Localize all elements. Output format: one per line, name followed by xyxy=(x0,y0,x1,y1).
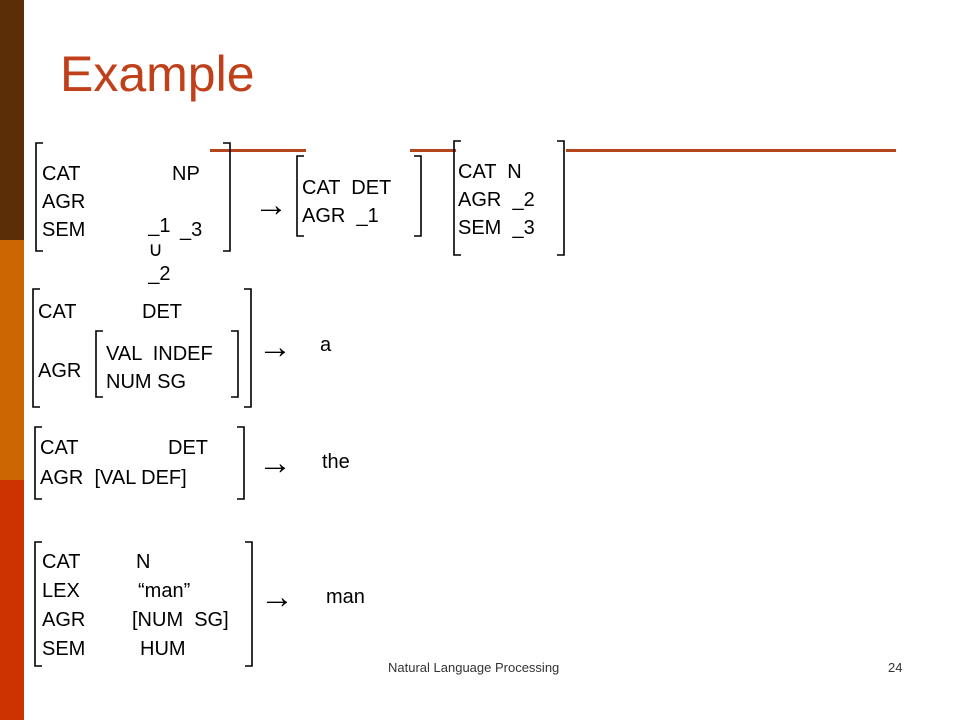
feature-label: CAT xyxy=(40,437,79,459)
inner-feature-line: VAL INDEF xyxy=(106,343,213,365)
feature-value: DET xyxy=(142,301,182,323)
det-feature-line: AGR _1 xyxy=(302,205,379,227)
feature-label: AGR xyxy=(42,191,86,213)
right-arrow-icon: → xyxy=(258,444,292,482)
terminal-word: a xyxy=(320,334,332,356)
right-arrow-icon: → xyxy=(254,186,288,224)
sidebar-band-middle xyxy=(0,240,24,480)
feature-value: _3 xyxy=(180,219,203,241)
terminal-word: the xyxy=(322,451,350,473)
feature-label: AGR xyxy=(38,360,82,382)
slide-title: Example xyxy=(60,46,255,102)
feature-value: N xyxy=(136,551,151,573)
feature-line: AGR [VAL DEF] xyxy=(40,467,187,489)
variable: _1 xyxy=(148,215,171,237)
terminal-word: man xyxy=(326,586,365,608)
noun-feature-line: CAT N xyxy=(458,161,522,183)
right-bracket xyxy=(413,155,423,237)
left-bracket xyxy=(33,541,43,667)
footer-text: Natural Language Processing xyxy=(388,660,560,675)
right-bracket xyxy=(222,142,232,252)
feature-value: [NUM SG] xyxy=(132,609,229,631)
variable: _2 xyxy=(148,263,171,285)
left-bracket xyxy=(33,426,43,500)
feature-value: HUM xyxy=(140,638,186,660)
noun-feature-line: AGR _2 xyxy=(458,189,535,211)
feature-value: NP xyxy=(172,163,200,185)
noun-feature-line: SEM _3 xyxy=(458,217,535,239)
feature-label: LEX xyxy=(42,580,80,602)
left-bracket xyxy=(31,288,41,408)
left-bracket xyxy=(34,142,44,252)
inner-feature-line: NUM SG xyxy=(106,371,186,393)
right-bracket xyxy=(243,288,253,408)
feature-label: CAT xyxy=(42,163,81,185)
right-arrow-icon: → xyxy=(258,328,292,366)
feature-label: SEM xyxy=(42,638,86,660)
title-rule-segment xyxy=(566,149,896,152)
feature-value: DET xyxy=(168,437,208,459)
feature-value: _1 ∪ _2 xyxy=(126,190,170,310)
right-bracket xyxy=(244,541,254,667)
right-bracket xyxy=(230,330,240,398)
det-feature-line: CAT DET xyxy=(302,177,392,199)
feature-label: CAT xyxy=(38,301,77,323)
union-symbol: ∪ xyxy=(148,239,163,261)
left-bracket xyxy=(452,140,462,256)
right-bracket xyxy=(236,426,246,500)
feature-label: SEM xyxy=(42,219,86,241)
page-number: 24 xyxy=(888,660,903,675)
sidebar-band-top xyxy=(0,0,24,240)
title-rule-segment xyxy=(210,149,306,152)
feature-label: AGR xyxy=(42,609,86,631)
title-rule-segment xyxy=(410,149,456,152)
feature-label: CAT xyxy=(42,551,81,573)
right-arrow-icon: → xyxy=(260,578,294,616)
left-bracket xyxy=(94,330,104,398)
feature-value: “man” xyxy=(138,580,191,602)
sidebar-band-bottom xyxy=(0,480,24,720)
right-bracket xyxy=(556,140,566,256)
left-bracket xyxy=(295,155,305,237)
